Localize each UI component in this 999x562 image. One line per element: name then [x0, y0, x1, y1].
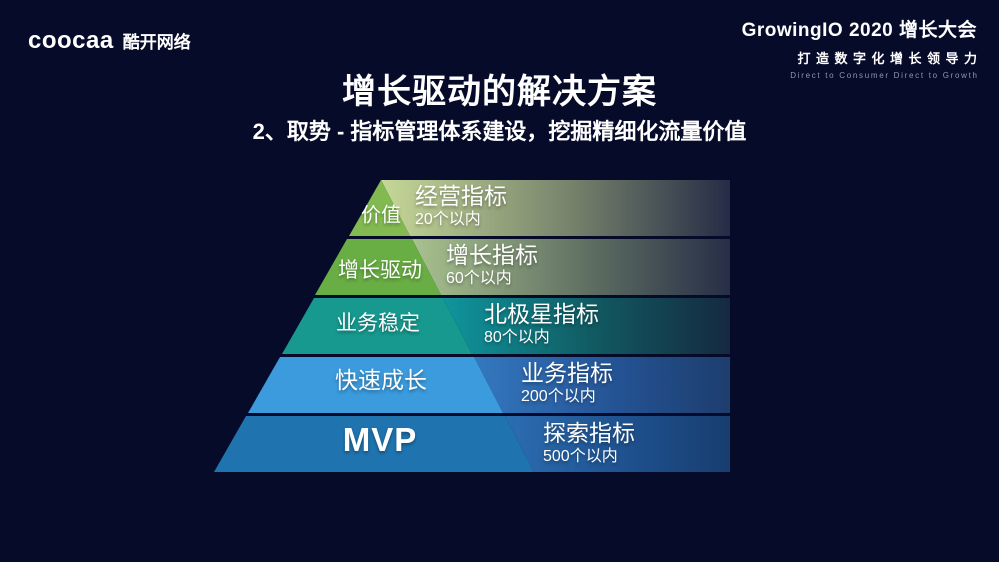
- stage-label-business-stable: 业务稳定: [336, 312, 420, 335]
- level-4-pyramid-segment: [248, 357, 503, 413]
- level-4-bar: [474, 357, 730, 413]
- indicator-block-business: 业务指标 200个以内: [521, 360, 613, 406]
- stage-label-growth-driven: 增长驱动: [338, 259, 422, 282]
- level-5-bar: [505, 416, 730, 472]
- page-title: 增长驱动的解决方案: [342, 73, 657, 111]
- coocaa-wordmark: coocaa: [28, 27, 114, 54]
- indicator-title: 经营指标: [415, 183, 507, 209]
- indicator-block-growth: 增长指标 60个以内: [446, 242, 538, 288]
- indicator-count: 200个以内: [521, 388, 596, 405]
- level-1-bar: [381, 180, 730, 236]
- growingio-brand-block: GrowingIO 2020 增长大会 打造数字化增长领导力 Direct to…: [742, 15, 977, 80]
- indicator-block-exploration: 探索指标 500个以内: [543, 420, 635, 466]
- page-subtitle: 2、取势 - 指标管理体系建设，挖掘精细化流量价值: [252, 119, 747, 144]
- indicator-title: 探索指标: [543, 420, 635, 446]
- stage-label-fast-growth: 快速成长: [335, 367, 427, 393]
- indicator-block-operating: 经营指标 20个以内: [415, 183, 507, 229]
- stage-label-value: 价值: [361, 204, 401, 227]
- growingio-slogan-cn: 打造数字化增长领导力: [797, 51, 983, 66]
- growingio-event-title: GrowingIO 2020 增长大会: [741, 20, 977, 41]
- level-2-pyramid-segment: [315, 239, 441, 295]
- level-2-bar: [412, 239, 730, 295]
- level-5-pyramid-segment: [214, 416, 534, 472]
- stage-label-mvp: MVP: [342, 421, 418, 458]
- growingio-slogan-en: Direct to Consumer Direct to Growth: [790, 71, 979, 80]
- indicator-title: 业务指标: [521, 360, 613, 386]
- coocaa-company-name: 酷开网络: [122, 33, 191, 52]
- indicator-title: 北极星指标: [484, 301, 599, 327]
- indicator-title: 增长指标: [446, 242, 538, 268]
- indicator-count: 80个以内: [484, 329, 550, 346]
- indicator-block-north-star: 北极星指标 80个以内: [484, 301, 599, 347]
- coocaa-logo: coocaa 酷开网络: [28, 27, 191, 55]
- level-3-pyramid-segment: [282, 298, 472, 354]
- indicator-count: 20个以内: [415, 211, 481, 228]
- indicator-count: 60个以内: [446, 270, 512, 287]
- level-3-bar: [443, 298, 730, 354]
- indicator-count: 500个以内: [543, 448, 618, 465]
- level-1-pyramid-segment: [349, 180, 410, 236]
